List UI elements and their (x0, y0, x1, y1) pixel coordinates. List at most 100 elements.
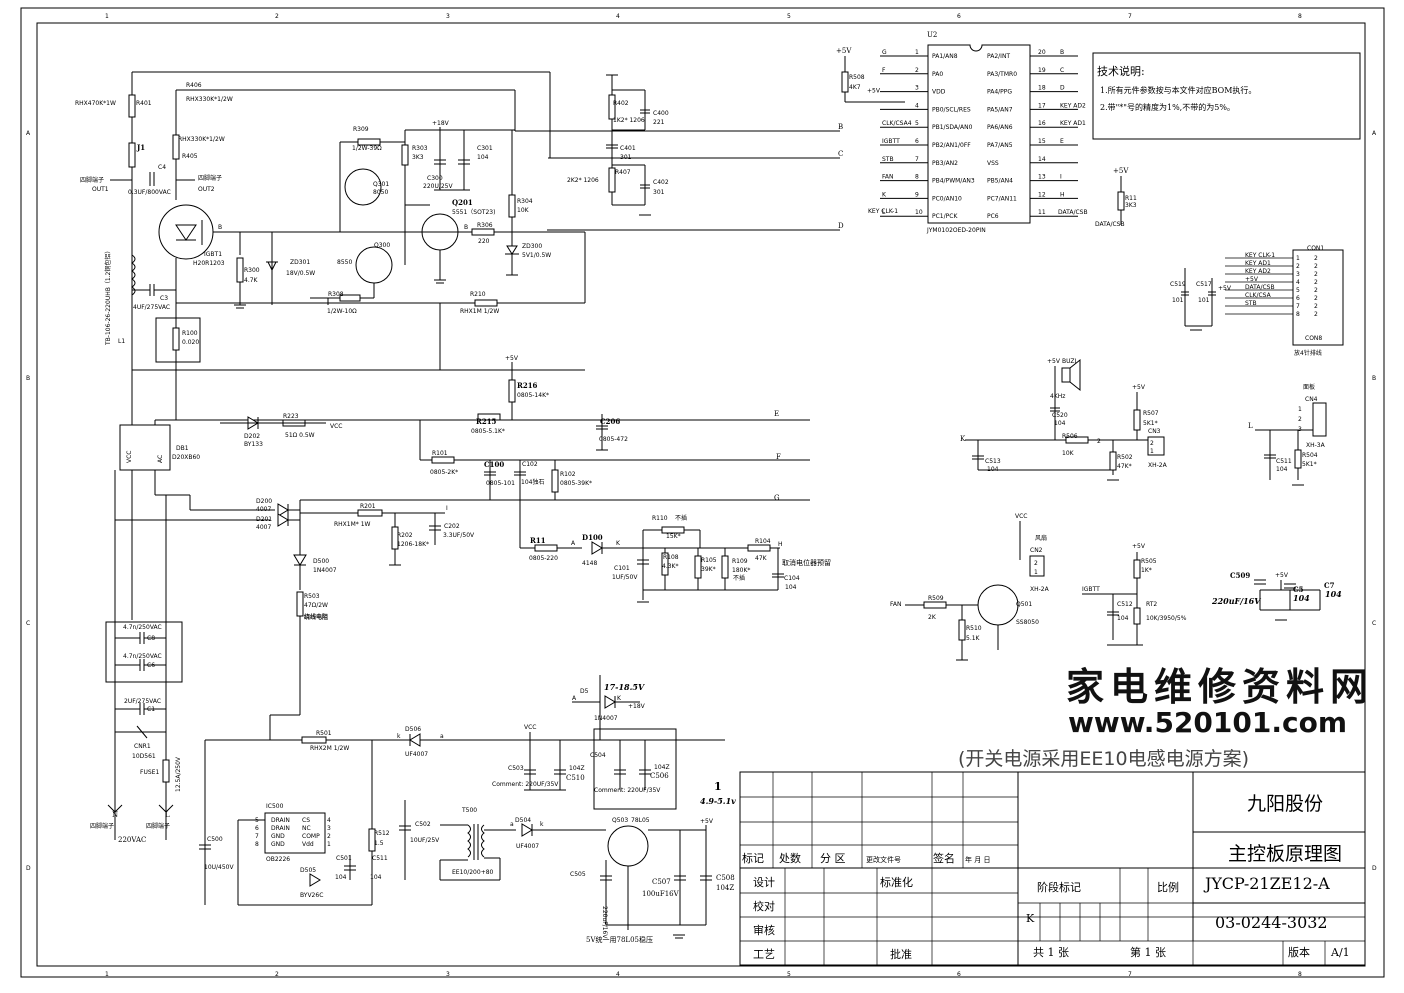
net-l-right: L (1248, 422, 1253, 430)
mcu-pin-name: PA0 (932, 71, 943, 78)
q201-ref: Q201 (452, 198, 473, 207)
c301-value: 104 (477, 154, 489, 161)
c3-value: 4UF/275VAC (133, 304, 170, 311)
svg-text:A: A (572, 695, 577, 702)
d100-ref: D100 (582, 533, 603, 542)
out2-label: 四脚端子 (198, 174, 222, 182)
tb-model: JYCP-21ZE12-A (1203, 874, 1330, 893)
ic-pin-left: GND (271, 841, 285, 848)
d200-ref: D200 (256, 498, 272, 505)
r11-supply: +5V (1113, 167, 1129, 175)
mcu-pin-num: 20 (1038, 49, 1046, 56)
zd301-value: 18V/0.5W (286, 270, 315, 277)
rev-header: 更改文件号 (866, 855, 901, 864)
svg-text:k: k (397, 733, 401, 740)
r223-value: 51Ω 0.5W (285, 432, 315, 439)
tech-note-title: 技术说明: (1097, 64, 1145, 78)
c401-ref: C401 (620, 145, 636, 152)
mcu-pin-net: B (1060, 49, 1064, 56)
c7-value: 104 (1325, 589, 1342, 599)
c511b-value: 104 (370, 874, 382, 881)
r102-value: 0805-39K* (560, 480, 592, 487)
c402-ref: C402 (653, 179, 669, 186)
r306-value: 220 (478, 238, 490, 245)
c206-value: 0805-472 (599, 436, 628, 443)
tb-total: 共 1 张 (1033, 946, 1069, 959)
zone-right-D: D (1372, 865, 1377, 872)
c519-value: 101 (1172, 297, 1184, 304)
q201-value: 5551（SOT23) (452, 209, 495, 216)
c508-value: 104Z (716, 884, 734, 892)
fuse1-value: 12.5A/250V (175, 756, 182, 792)
q300-symbol (355, 246, 393, 284)
ac-input: 220VAC (118, 836, 146, 844)
r401-value: RHX470K*1W (75, 100, 116, 107)
cn3-value: XH-2A (1148, 462, 1168, 469)
r11-ref: R11 (1125, 195, 1137, 202)
c202-ref: C202 (444, 523, 460, 530)
c509-value: 220uF/16V (1211, 596, 1261, 606)
mcu-pin-net: IGBTT (882, 138, 900, 145)
ic-pin-num-right: 4 (327, 817, 331, 824)
c501-value: 104 (335, 874, 347, 881)
cn2-ref: CN2 (1030, 547, 1043, 554)
c300-supply: +18V (432, 120, 450, 127)
mcu-pin-name: PC7/AN11 (987, 195, 1017, 202)
r100-value: 0.020 (182, 339, 199, 346)
r510-ref: R510 (966, 625, 982, 632)
db1-ac1: VCC (126, 451, 133, 463)
rev-header: 处数 (779, 852, 801, 865)
zone-left-A: A (26, 130, 31, 137)
l1-ref: L1 (118, 338, 125, 345)
c4-ref: C4 (158, 164, 166, 171)
tb-approve: 批准 (890, 947, 912, 961)
mcu-pin-name: PA4/PPG (987, 89, 1012, 96)
mcu-pin-net: D (1060, 85, 1065, 92)
mcu-pin-net: F (882, 67, 886, 74)
t500-ref: T500 (461, 807, 477, 814)
r506-ref: R506 (1062, 433, 1078, 440)
mcu-pin-num: 1 (915, 49, 919, 56)
db1-ref: DB1 (176, 445, 189, 452)
mcu-pin-name: PB1/SDA/AN0 (932, 124, 973, 131)
r100-ref: R100 (182, 330, 198, 337)
mcu-pin-num: 10 (915, 209, 923, 216)
r405-value: RHX330K*1/2W (178, 136, 225, 143)
d202-ref: D202 (244, 433, 260, 440)
buzi-supply: +5V (1047, 358, 1061, 365)
zone-top-5: 5 (787, 13, 791, 20)
d201-ref: D201 (256, 516, 272, 523)
net-d: D (838, 222, 844, 230)
c511b-ref: C511 (372, 855, 388, 862)
d201-value: 4007 (256, 524, 271, 531)
zone-right-A: A (1372, 130, 1377, 137)
c500-ref: C500 (207, 836, 223, 843)
out1-ref: OUT1 (92, 186, 109, 193)
d200-value: 4007 (256, 506, 271, 513)
r505-supply: +5V (1132, 543, 1146, 550)
r306-ref: R306 (477, 222, 493, 229)
mcu-pin-net: I (1060, 174, 1062, 181)
svg-text:a: a (510, 821, 514, 828)
net-k-right: K (960, 435, 966, 443)
d505-value: BYV26C (300, 892, 323, 899)
mcu-pin-num: 15 (1038, 138, 1046, 145)
c401-value: 301 (620, 154, 632, 161)
tb-scale: 比例 (1157, 880, 1179, 894)
d506-value: UF4007 (405, 751, 428, 758)
r11b-value: 0805-220 (529, 555, 558, 562)
con8-ref: CON8 (1305, 335, 1322, 342)
zone-top-8: 8 (1298, 13, 1302, 20)
mcu-pin-num: 3 (915, 85, 919, 92)
r109-note: 不插 (733, 574, 745, 582)
cn3-ref: CN3 (1148, 428, 1161, 435)
r216-supply: +5V (505, 355, 519, 362)
r109-ref: R109 (732, 558, 748, 565)
zd300-ref: ZD300 (522, 243, 542, 250)
ic-pin-num-left: 6 (255, 825, 259, 832)
r11-net: DATA/CSB (1095, 221, 1125, 228)
r402-ref: R402 (613, 100, 629, 107)
svg-text:K: K (617, 695, 622, 702)
r210-value: RHX1M 1/2W (460, 308, 499, 315)
